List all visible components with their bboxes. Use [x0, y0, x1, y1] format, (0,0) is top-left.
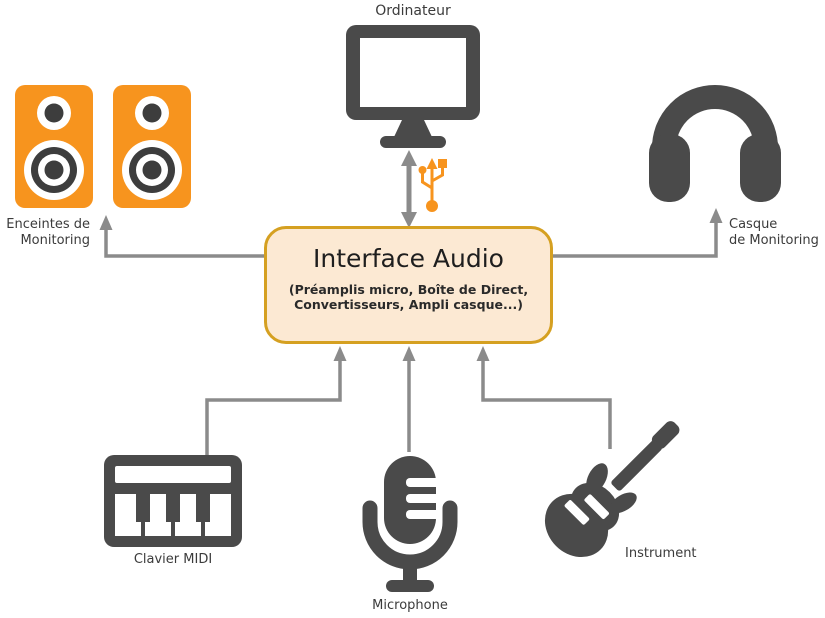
subtitle-line1: (Préamplis micro, Boîte de Direct, — [288, 282, 529, 297]
microphone-icon — [362, 456, 458, 592]
monitor-screen — [360, 38, 466, 107]
headband — [652, 85, 778, 149]
microphone-label: Microphone — [372, 598, 448, 613]
arrowhead-usb-down — [401, 212, 417, 228]
guitar-pickups — [564, 494, 609, 525]
monitor-base — [380, 136, 446, 148]
left-speaker — [15, 85, 93, 208]
mic-stem — [403, 566, 417, 582]
computer-label: Ordinateur — [375, 3, 451, 19]
studio-monitors-icon — [15, 85, 191, 208]
midi-keyboard-label: Clavier MIDI — [133, 552, 213, 567]
connector-lines — [104, 164, 718, 456]
headphones-label-line2: de Monitoring — [729, 233, 819, 248]
speakers-label-line2: Monitoring — [20, 233, 90, 248]
interface-audio-title: Interface Audio — [313, 244, 504, 273]
right-speaker — [113, 85, 191, 208]
headphones-label: Casque de Monitoring — [729, 217, 821, 249]
mic-cradle — [362, 500, 458, 570]
speakers-label-line1: Enceintes de — [6, 217, 90, 232]
interface-audio-box: Interface Audio (Préamplis micro, Boîte … — [264, 226, 553, 344]
speakers-label: Enceintes de Monitoring — [6, 217, 90, 249]
keyboard-panel — [115, 466, 231, 483]
usb-icon — [418, 158, 447, 212]
arrow-from-midi — [205, 358, 342, 456]
arrow-from-guitar — [481, 358, 612, 449]
arrowhead-speakers — [99, 215, 113, 230]
arrowhead-mic — [402, 346, 416, 361]
arrowhead-usb-up — [401, 150, 417, 166]
headphones-label-line1: Casque — [729, 217, 778, 232]
subtitle-line2: Convertisseurs, Ampli casque...) — [294, 297, 523, 312]
left-earcup — [649, 134, 690, 202]
headphones-icon — [649, 85, 781, 202]
interface-audio-subtitle: (Préamplis micro, Boîte de Direct, Conve… — [267, 282, 550, 312]
guitar-headstock — [651, 421, 680, 449]
midi-keyboard-icon — [104, 455, 242, 547]
instrument-label: Instrument — [625, 546, 697, 561]
arrowheads — [99, 150, 723, 361]
monitor-stand — [394, 120, 432, 137]
mic-base — [386, 580, 434, 592]
electric-guitar-icon — [544, 421, 680, 558]
arrow-to-headphones — [553, 222, 718, 258]
guitar-neck — [611, 440, 662, 491]
mic-grille-slots — [406, 478, 442, 519]
computer-monitor-icon — [346, 25, 480, 148]
arrowhead-guitar — [476, 346, 490, 361]
arrowhead-midi — [333, 346, 347, 361]
right-earcup — [740, 134, 781, 202]
black-keys — [136, 494, 210, 522]
arrowhead-headphones — [709, 208, 723, 223]
arrow-to-speakers — [104, 228, 264, 258]
